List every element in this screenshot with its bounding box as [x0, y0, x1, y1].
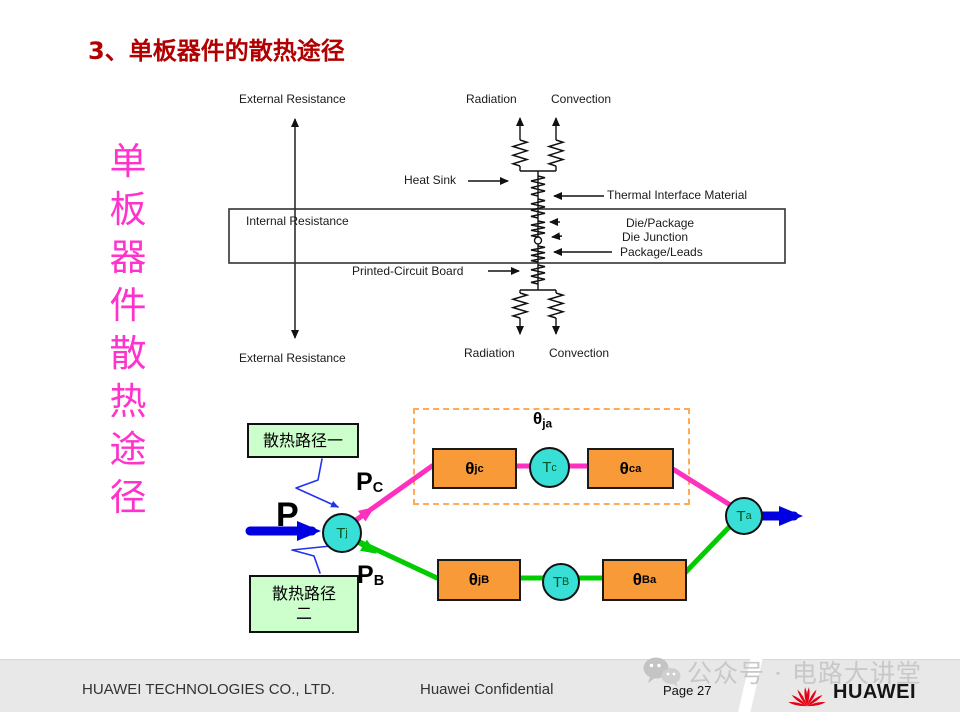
label-external-resistance-top: External Resistance: [239, 92, 346, 106]
vertical-char: 径: [109, 476, 147, 519]
label-radiation-top: Radiation: [466, 92, 517, 106]
callout-text: 散热路径: [271, 584, 336, 603]
callout-path2: 散热路径 二: [249, 575, 359, 633]
vertical-char: 途: [109, 428, 147, 471]
power-board-label: PB: [357, 561, 384, 590]
node-subscript: B: [561, 576, 570, 588]
footer-page-number: Page 27: [663, 683, 712, 698]
label-printed-circuit-board: Printed-Circuit Board: [352, 264, 464, 278]
p-symbol: P: [356, 468, 373, 496]
huawei-flower-icon: [788, 687, 826, 707]
label-die-package: Die/Package: [626, 216, 695, 230]
watermark: 公众号 · 电路大讲堂: [642, 654, 922, 690]
vertical-char: 散: [109, 332, 147, 375]
node-subscript: j: [345, 527, 348, 539]
node-label: T: [736, 507, 746, 525]
huawei-logo: HUAWEI: [787, 667, 916, 707]
vertical-char: 热: [109, 380, 147, 423]
page-title: 3、单板器件的散热途径: [88, 37, 345, 65]
node-label: T: [552, 573, 562, 591]
callout-text: 二: [295, 604, 312, 623]
callout1-pointer: [295, 458, 339, 508]
resistor-symbols: [510, 139, 566, 319]
callout-path1: 散热路径一: [247, 423, 359, 458]
theta-subscript: Ba: [641, 574, 657, 586]
theta-symbol: θ: [468, 570, 478, 589]
theta-symbol: θ: [632, 570, 642, 589]
thermal-ladder-lines: [228, 117, 786, 339]
theta-subscript: ca: [628, 462, 642, 475]
label-radiation-bottom: Radiation: [464, 346, 515, 360]
footer-confidential: Huawei Confidential: [420, 681, 554, 698]
power-in-label: P: [276, 496, 299, 534]
label-die-junction: Die Junction: [622, 230, 689, 244]
label-external-resistance-bottom: External Resistance: [239, 351, 346, 365]
label-package-leads: Package/Leads: [620, 245, 703, 259]
callout-text: 散热路径一: [262, 430, 343, 450]
theta-symbol: θ: [619, 458, 629, 478]
watermark-text: 公众号 · 电路大讲堂: [687, 659, 922, 688]
node-label: T: [336, 524, 346, 542]
power-case-label: PC: [356, 468, 383, 497]
p-symbol: P: [357, 561, 374, 589]
label-convection-bottom: Convection: [549, 346, 610, 360]
label-thermal-interface-material: Thermal Interface Material: [607, 188, 748, 202]
huawei-logo-text: HUAWEI: [833, 681, 916, 703]
theta-ja-label: θja: [533, 409, 552, 431]
p-subscript: B: [373, 573, 385, 590]
node-subscript: c: [551, 461, 557, 474]
die-junction-node: [533, 236, 543, 245]
node-subscript: a: [745, 510, 752, 522]
vertical-char: 单: [109, 140, 147, 183]
label-heat-sink: Heat Sink: [404, 173, 457, 187]
theta-subscript: jB: [477, 574, 490, 586]
node-label: T: [542, 459, 552, 476]
footer-band: [0, 659, 960, 712]
theta-subscript: jc: [474, 462, 484, 475]
footer-company: HUAWEI TECHNOLOGIES CO., LTD.: [82, 681, 336, 698]
vertical-caption: 单 板 器 件 散 热 途 径: [102, 138, 154, 522]
vertical-char: 器: [109, 236, 147, 279]
label-convection-top: Convection: [551, 92, 612, 106]
p-subscript: C: [372, 480, 384, 497]
theta-subscript: ja: [542, 416, 553, 431]
label-internal-resistance: Internal Resistance: [246, 214, 349, 228]
vertical-char: 件: [109, 284, 147, 327]
vertical-char: 板: [109, 188, 147, 231]
theta-symbol: θ: [533, 409, 543, 428]
wechat-icon: [643, 657, 681, 687]
